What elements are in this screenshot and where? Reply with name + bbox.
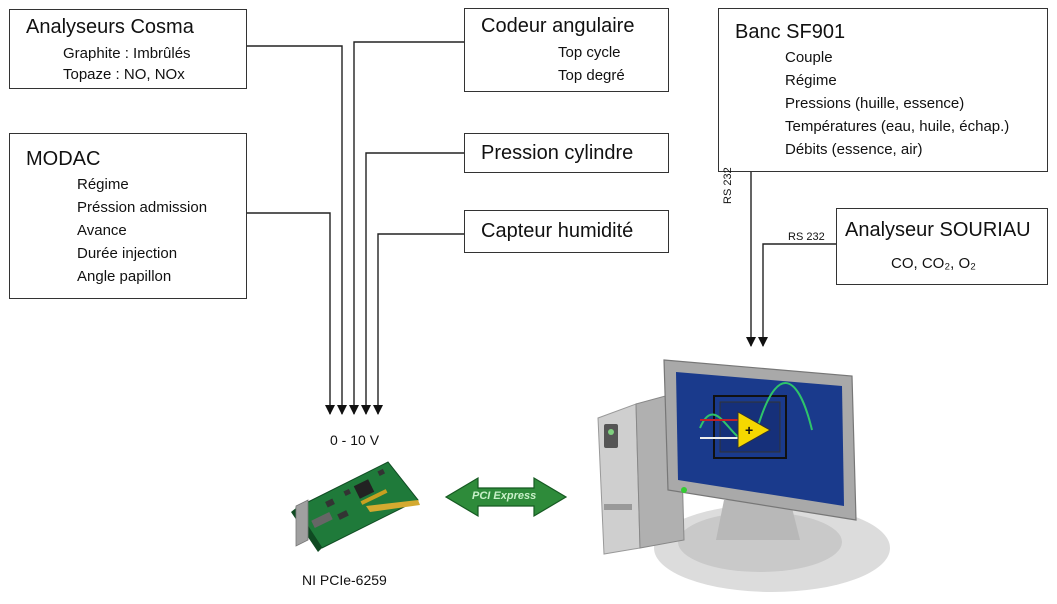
modac-item: Préssion admission — [77, 199, 208, 216]
rs232-vertical-label: RS 232 — [722, 167, 734, 204]
codeur-item: Top degré — [558, 67, 625, 84]
wire-cosma — [246, 45, 347, 415]
computer-icon: + — [597, 359, 890, 592]
codeur-title: Codeur angulaire — [481, 15, 635, 37]
wire-capteur — [373, 233, 464, 415]
codeur-box: Codeur angulaire Top cycle Top degré — [464, 8, 669, 92]
banc-item: Débits (essence, air) — [785, 141, 923, 158]
modac-item: Avance — [77, 222, 127, 239]
cosma-item: Graphite : Imbrûlés — [63, 45, 191, 62]
banc-item: Régime — [785, 72, 837, 89]
pression-title: Pression cylindre — [481, 142, 634, 164]
souriau-title: Analyseur SOURIAU — [845, 219, 1031, 241]
bidirectional-arrow-icon — [444, 476, 568, 518]
banc-title: Banc SF901 — [735, 21, 846, 43]
banc-item: Couple — [785, 49, 833, 66]
codeur-item: Top cycle — [558, 44, 621, 61]
cosma-box: Analyseurs Cosma Graphite : Imbrûlés Top… — [9, 9, 247, 89]
souriau-gases: CO, CO₂, O₂ — [891, 255, 976, 272]
modac-item: Durée injection — [77, 245, 178, 262]
banc-item: Températures (eau, huile, échap.) — [785, 118, 1010, 135]
cosma-title: Analyseurs Cosma — [26, 16, 194, 38]
card-label: NI PCIe-6259 — [302, 572, 387, 588]
wire-pression — [361, 152, 464, 415]
pcie-card-icon — [291, 461, 420, 552]
svg-text:+: + — [745, 422, 753, 438]
modac-item: Angle papillon — [77, 268, 172, 285]
capteur-box: Capteur humidité — [464, 210, 669, 253]
souriau-box: Analyseur SOURIAU CO, CO₂, O₂ — [836, 208, 1048, 285]
wire-codeur — [349, 41, 464, 415]
pression-box: Pression cylindre — [464, 133, 669, 173]
capteur-title: Capteur humidité — [481, 220, 634, 242]
wire-modac — [246, 212, 335, 415]
cosma-item: Topaze : NO, NOx — [63, 66, 185, 83]
wire-souriau-rs232 — [758, 243, 836, 347]
voltage-label: 0 - 10 V — [330, 432, 380, 448]
modac-title: MODAC — [26, 148, 101, 170]
banc-item: Pressions (huille, essence) — [785, 95, 965, 112]
rs232-horizontal-label: RS 232 — [788, 231, 825, 243]
banc-box: Banc SF901 Couple Régime Pressions (huil… — [718, 8, 1048, 172]
modac-box: MODAC Régime Préssion admission Avance D… — [9, 133, 247, 299]
bus-label: PCI Express — [472, 490, 537, 502]
modac-item: Régime — [77, 176, 129, 193]
